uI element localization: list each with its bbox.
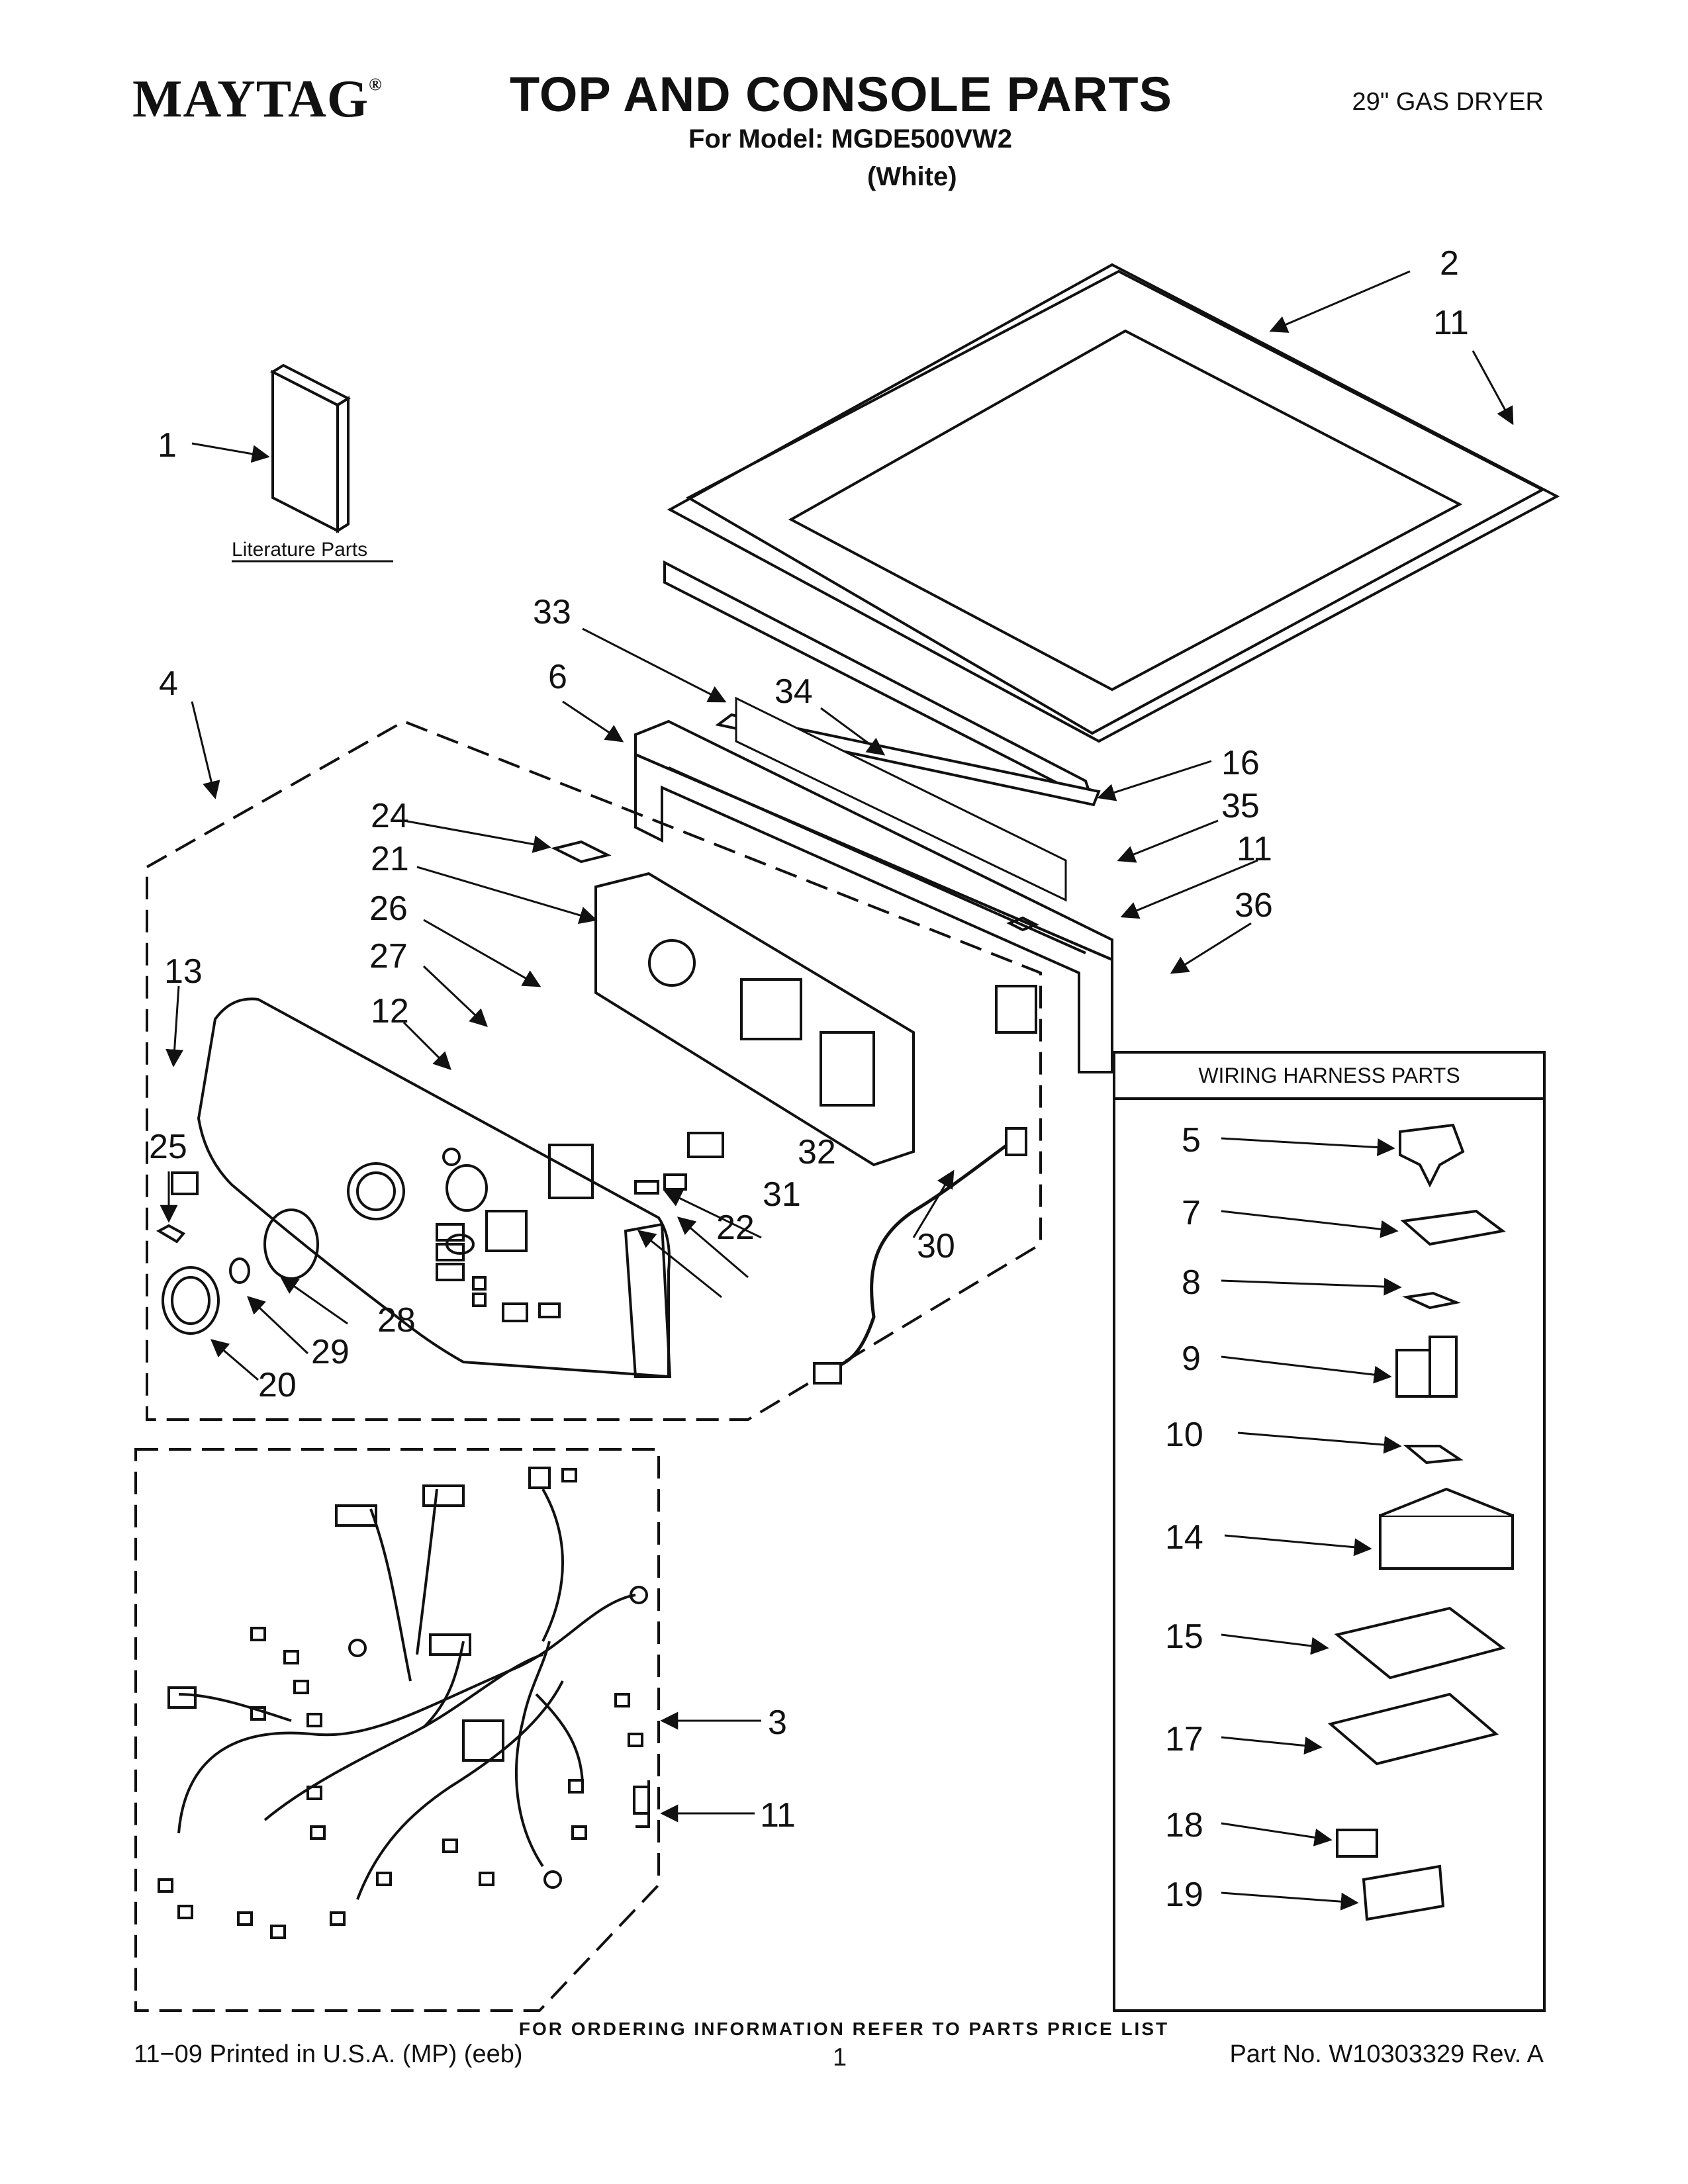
callout-27: 27 [369,937,408,976]
callout-13: 13 [164,952,203,991]
callout-12: 12 [371,992,409,1030]
registered-mark: ® [369,75,383,94]
literature-parts [269,363,352,533]
callout-16: 16 [1221,744,1260,782]
page-title: TOP AND CONSOLE PARTS [510,67,1172,122]
callout-32: 32 [798,1133,836,1171]
knob-parts [156,1164,488,1335]
callout-20: 20 [258,1366,297,1404]
callout-19: 19 [1165,1876,1203,1914]
console-assembly-boundary [146,719,1042,1421]
small-parts [442,840,1039,1255]
harness-30-plug [813,1362,842,1385]
product-type: 29" GAS DRYER [1352,88,1544,116]
callout-1: 1 [158,426,177,465]
part-number: Part No. W10303329 Rev. A [1229,2040,1544,2068]
callout-35: 35 [1221,787,1260,825]
callout-33: 33 [533,593,571,631]
callout-3: 3 [768,1704,787,1742]
callout-18: 18 [1165,1806,1203,1844]
callout-14: 14 [1165,1518,1203,1557]
callout-numbers: 1 2 11 33 6 34 16 35 11 36 4 24 21 26 27… [149,244,1469,1914]
callout-5: 5 [1182,1121,1201,1160]
callout-21: 21 [371,840,409,878]
callout-leaders [160,270,1514,1911]
callout-8: 8 [1182,1263,1201,1302]
main-harness-boundary [134,1448,660,2012]
literature-parts-label: Literature Parts [232,539,367,561]
callout-29: 29 [311,1333,350,1371]
harness-connector-parts [1327,1123,1514,1921]
callout-9: 9 [1182,1340,1201,1378]
control-shield [735,696,1067,902]
main-wire-harness [158,1467,650,1939]
callout-30: 30 [917,1227,955,1265]
callout-6: 6 [548,658,567,696]
ordering-note: FOR ORDERING INFORMATION REFER TO PARTS … [518,2019,1170,2039]
wiring-harness-parts-box [1113,1051,1546,2012]
callout-26: 26 [369,889,408,928]
callout-15: 15 [1165,1617,1203,1656]
harness-30-connector [1005,1127,1027,1156]
callout-36: 36 [1235,886,1273,925]
brand-logo: MAYTAG® [132,69,383,130]
page-number: 1 [833,2044,847,2071]
wire-harness-30 [827,1136,1017,1372]
callout-2: 2 [1440,244,1459,283]
callout-25: 25 [149,1128,187,1166]
console-panel [197,997,672,1379]
control-board [594,872,915,1167]
console-frame [634,719,1113,1073]
callout-17: 17 [1165,1720,1203,1758]
print-info: 11−09 Printed in U.S.A. (MP) (eeb) [134,2040,523,2068]
dryer-top-panel [663,263,1560,804]
callout-7: 7 [1182,1194,1201,1232]
brand-name: MAYTAG [132,70,369,128]
wiring-harness-parts-title: WIRING HARNESS PARTS [1198,1064,1460,1087]
callout-10: 10 [1165,1416,1203,1454]
callout-11-top: 11 [1433,304,1469,342]
callout-28: 28 [377,1301,416,1340]
callout-22: 22 [716,1208,755,1247]
callout-24: 24 [371,797,409,835]
callout-31: 31 [763,1175,801,1214]
color-line: (White) [867,162,957,191]
callout-11-mid: 11 [1237,830,1272,868]
callout-34: 34 [774,672,813,711]
model-line: For Model: MGDE500VW2 [688,124,1012,154]
callout-4: 4 [159,664,178,703]
callout-11-bottom: 11 [760,1796,796,1835]
